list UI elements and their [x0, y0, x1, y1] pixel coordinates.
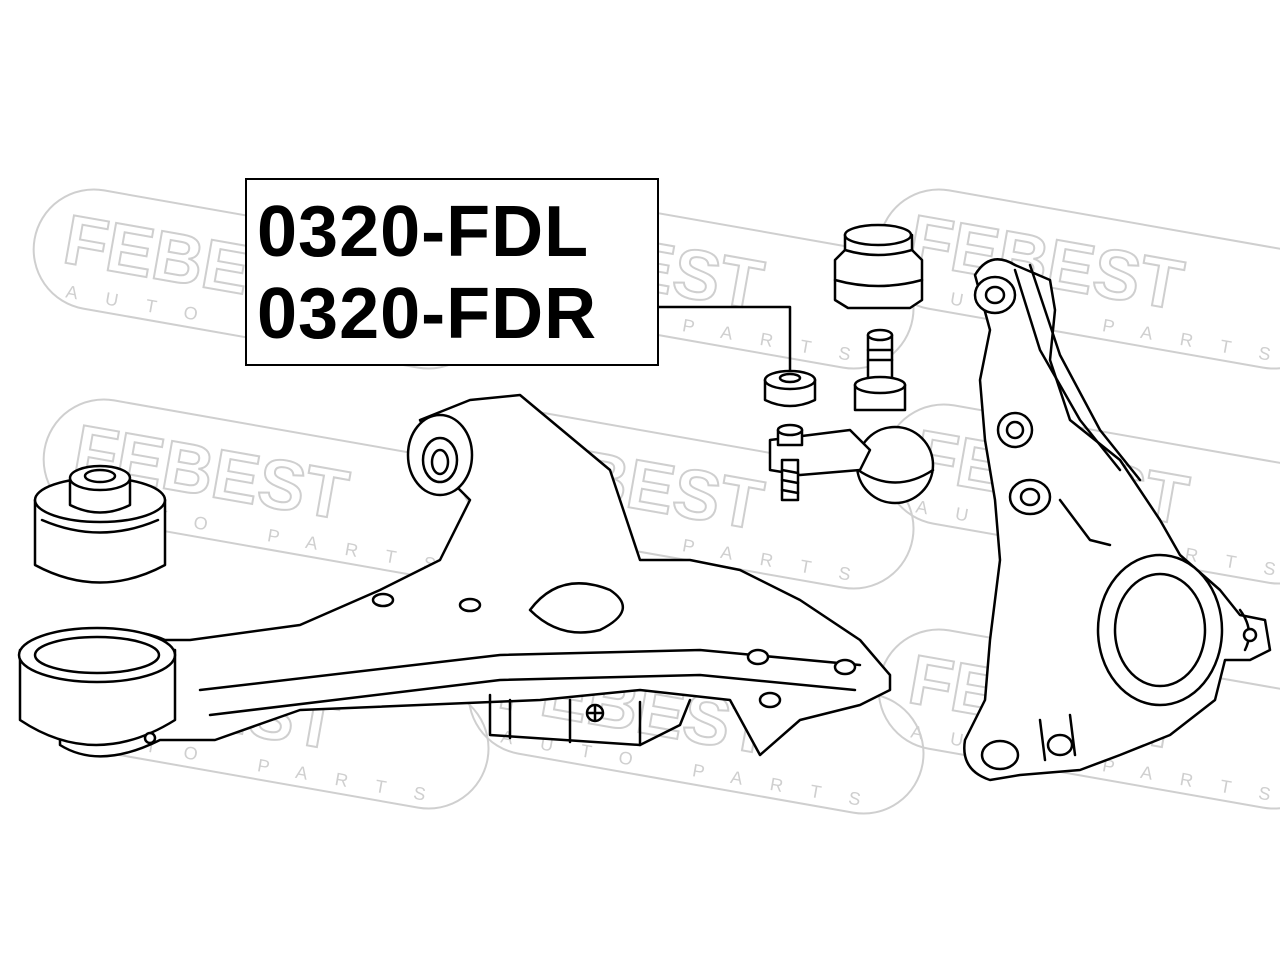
part-number-label: 0320-FDL 0320-FDR [245, 178, 659, 366]
part-number-right: 0320-FDR [257, 274, 598, 354]
ball-joint-dust-boot [833, 223, 924, 310]
ball-joint [763, 328, 935, 505]
part-number-left: 0320-FDL [257, 192, 590, 272]
lower-control-arm [17, 393, 892, 758]
steering-knuckle [963, 258, 1272, 782]
leader-line [657, 305, 792, 380]
front-arm-bushing [33, 464, 167, 584]
watermark-3: FEBEST AUTO PARTS [877, 188, 1280, 370]
